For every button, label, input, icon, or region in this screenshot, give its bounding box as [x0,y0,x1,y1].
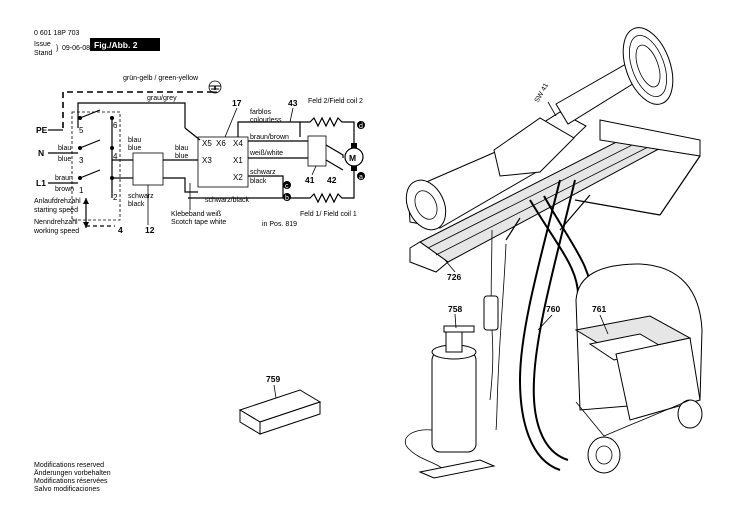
tank-pump [445,329,463,353]
module-wire-blau-en: blue [128,145,141,152]
ground-wire [62,86,216,128]
module-wire-schwarz-de: schwarz [128,193,154,200]
footer-line-en: Modifications reserved [34,462,104,469]
brush-holder-41 [307,135,327,167]
part-42-label: 42 [327,175,337,185]
drill-rig-illustration [238,27,703,479]
callout-761: 761 [592,304,606,314]
callout-758: 758 [448,304,462,314]
x3-wire-en: blue [175,153,188,160]
fig-title-box [90,38,160,51]
x2-label: X2 [233,173,243,182]
pin-3: 3 [79,156,84,165]
x6-label: X6 [216,139,226,148]
pin-1: 1 [79,186,84,195]
module-wire-blau-de: blau [128,137,141,144]
pin-6: 6 [113,121,118,130]
n-wire-en: blue [58,156,71,163]
electronics-box-17 [197,136,249,188]
terminal-a [357,172,365,180]
tape-en: Scotch tape white [171,219,226,226]
part-41-label: 41 [305,175,315,185]
speed-work-en: working speed [33,228,79,235]
speed-start-en: starting speed [34,207,78,214]
braun-brown-label: braun/brown [250,134,289,141]
pin-2: 2 [113,193,118,202]
module-12 [132,152,164,186]
farblos-en: colourless [250,117,282,124]
vacuum-wheel-front [587,436,621,474]
module-wire-schwarz-en: black [128,201,145,208]
vacuum-hose [518,179,561,471]
pin-4: 4 [113,152,118,161]
header: 0 601 18P 703 Issue Stand } 09-06-08 Fig… [34,30,160,57]
part-43-label: 43 [288,98,298,108]
wiring-diagram: grün-gelb / green-yellow grau/grey PE N … [33,75,365,235]
gearbox [493,117,575,177]
x4-label: X4 [233,139,243,148]
rail-foot [409,241,449,273]
svg-text:d: d [359,123,363,130]
pe-label: PE [36,125,48,135]
part-12-label: 12 [145,225,155,235]
fig-title: Fig./Abb. 2 [94,40,138,50]
n-label: N [38,148,44,158]
terminal-b [283,193,291,201]
terminal-c [283,181,291,189]
l1-wire-de: braun [55,175,73,182]
schwarz-black-label: schwarz/black [205,197,249,204]
part-4-label: 4 [118,225,123,235]
terminal-d [357,121,365,129]
motor-label: M [349,153,356,163]
svg-text:b: b [285,195,289,202]
hose-valve [483,295,499,331]
n-wire-de: blau [58,145,71,152]
schwarz-x2-en: black [250,178,267,185]
l1-label: L1 [36,178,46,188]
stand-label: Stand [34,50,52,57]
issue-bracket: } [56,45,59,52]
callout-726: 726 [447,272,461,282]
callout-sw41: SW 41 [534,82,551,104]
svg-text:c: c [285,183,289,190]
tape-de: Klebeband weiß [171,211,221,218]
water-tank [431,351,477,453]
speed-work-de: Nenndrehzahl [34,219,78,226]
switch-box [71,111,121,221]
core-bit [622,27,674,105]
field-coil-1-label: Feld 1/ Field coil 1 [300,211,357,218]
x3-label: X3 [202,156,212,165]
farblos-de: farblos [250,109,272,116]
footer-line-fr: Modifications réservées [34,478,108,485]
field-coil-2-label: Feld 2/Field coil 2 [308,98,363,105]
weiss-white-label: weiß/white [249,150,283,157]
l1-wire-en: brown [55,186,74,193]
x3-wire-de: blau [175,145,188,152]
ground-icon [208,80,222,94]
pin-5: 5 [79,126,84,135]
callout-759: 759 [266,374,280,384]
speed-start-de: Anlaufdrehzahl [34,198,81,205]
svg-text:a: a [359,174,363,181]
callout-760: 760 [546,304,560,314]
part-17-label: 17 [232,98,242,108]
switch-contacts [78,109,114,198]
in-pos-819-label: in Pos. 819 [262,221,297,228]
ground-wire-label: grün-gelb / green-yellow [123,75,199,82]
x1-label: X1 [233,156,243,165]
footer-line-de: Änderungen vorbehalten [34,469,111,477]
footer-notes: Modifications reserved Änderungen vorbeh… [34,462,111,493]
schwarz-x2-de: schwarz [250,169,276,176]
footer-line-es: Salvo modificaciones [34,486,100,493]
doc-number: 0 601 18P 703 [34,30,80,37]
grey-wire [77,102,186,128]
x5-label: X5 [202,139,212,148]
issue-date: 09-06-08 [62,45,90,52]
vacuum-wheel-rear [677,399,703,429]
issue-label: Issue [34,41,51,48]
grey-wire-label: grau/grey [147,95,177,102]
